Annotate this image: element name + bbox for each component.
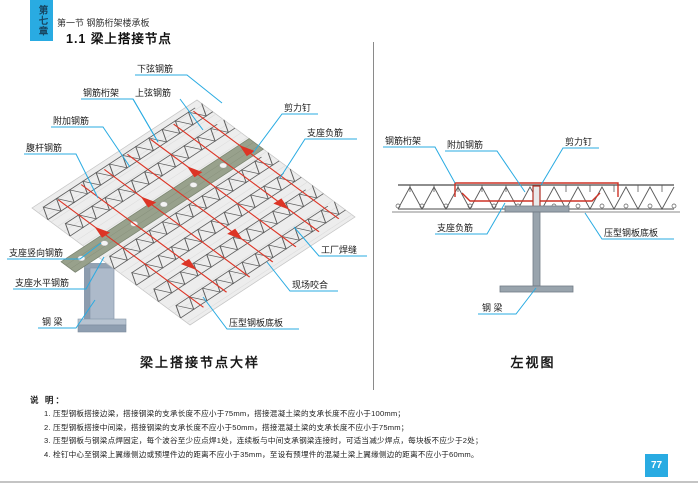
label-web-rebar: 腹杆钢筋 [26, 142, 62, 153]
label-support-vert-rebar: 支座竖向钢筋 [9, 247, 63, 258]
page-bottom-edge [0, 481, 698, 483]
deck-3d [31, 99, 356, 326]
note-item-2: 2. 压型钢板搭接中间梁，搭接钢梁的支承长度不应小于50mm，搭接混凝土梁的支承… [44, 422, 409, 432]
label-deck-sheet: 压型钢板底板 [229, 317, 283, 328]
figure-3d-lap-joint: 下弦钢筋 钢筋桁架 上弦钢筋 剪力钉 附加钢筋 支座负筋 腹杆钢筋 支座竖向钢筋… [7, 63, 367, 370]
label-support-neg-rebar: 支座负筋 [307, 127, 343, 138]
caption-right-figure: 左视图 [510, 355, 555, 370]
section-heading: 第一节 钢筋桁架楼承板 [57, 18, 150, 28]
label-truss: 钢筋桁架 [83, 87, 119, 98]
label-shear-stud-right: 剪力钉 [565, 136, 592, 147]
steel-beam-column [77, 263, 127, 333]
notes-heading: 说 明： [30, 395, 66, 405]
leader-lines-left [7, 74, 367, 330]
label-shear-stud: 剪力钉 [284, 102, 311, 113]
negative-rebars [57, 110, 340, 308]
page-number-badge: 77 [645, 454, 668, 477]
page-title: 1.1 梁上搭接节点 [66, 32, 172, 46]
label-added-rebar-right: 附加钢筋 [447, 139, 483, 150]
label-bottom-chord: 下弦钢筋 [137, 63, 173, 74]
leader-lines-right [383, 146, 674, 315]
note-item-4: 4. 栓钉中心至钢梁上翼缘侧边或预埋件边的距离不应小于35mm，至设有预埋件的混… [44, 449, 479, 459]
chapter-badge: 第七章 [30, 0, 53, 41]
note-item-3: 3. 压型钢板与钢梁点焊固定，每个波谷至少应点焊1处，连续板与中间支承钢梁连接时… [44, 436, 483, 446]
label-support-neg-rebar-right: 支座负筋 [437, 222, 473, 233]
caption-left-figure: 梁上搭接节点大样 [139, 355, 260, 370]
note-item-1: 1. 压型钢板搭接边梁，搭接钢梁的支承长度不应小于75mm，搭接混凝土梁的支承长… [44, 409, 406, 419]
label-deck-sheet-right: 压型钢板底板 [604, 227, 658, 238]
shear-stud-section [532, 185, 541, 209]
label-site-interlock: 现场咬合 [292, 279, 328, 290]
label-truss-right: 钢筋桁架 [385, 135, 421, 146]
label-added-rebar: 附加钢筋 [53, 115, 89, 126]
label-factory-weld: 工厂焊缝 [321, 244, 357, 255]
steel-beam-section [499, 205, 574, 293]
figure-divider [373, 42, 374, 390]
rebar-section [454, 182, 619, 202]
notes-block: 说 明： 1. 压型钢板搭接边梁，搭接钢梁的支承长度不应小于75mm，搭接混凝土… [30, 394, 670, 460]
label-support-horiz-rebar: 支座水平钢筋 [15, 277, 69, 288]
label-top-chord: 上弦钢筋 [135, 87, 171, 98]
label-steel-beam: 钢 梁 [42, 316, 63, 327]
figure-side-view: 钢筋桁架 附加钢筋 剪力钉 支座负筋 压型钢板底板 钢 梁 左视图 [383, 135, 680, 370]
label-steel-beam-right: 钢 梁 [482, 302, 503, 313]
